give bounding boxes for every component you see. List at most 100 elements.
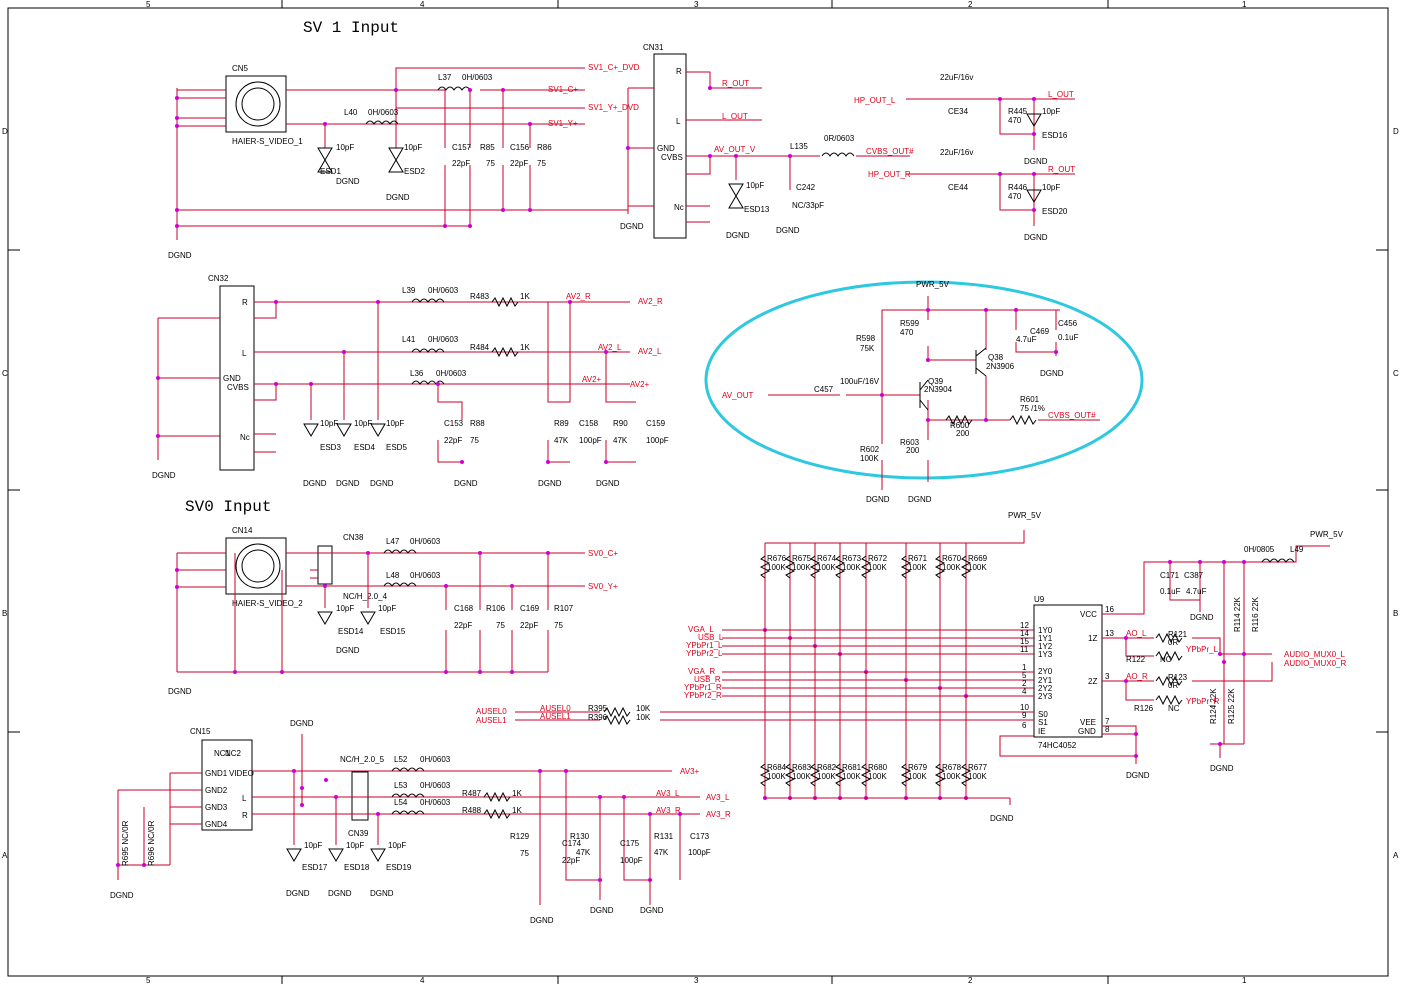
- c469-ref: C469: [1030, 327, 1050, 336]
- resistor-icon: [960, 763, 972, 787]
- pin-label: GND2: [205, 786, 228, 795]
- c171-ref: C171: [1160, 571, 1180, 580]
- esd1-value: 10pF: [336, 143, 354, 152]
- net-label: SV1_C+: [548, 85, 578, 94]
- net-label: AUDIO_MUX0_R: [1284, 659, 1346, 668]
- pin-num: 3: [1105, 672, 1110, 681]
- cn14-connector-body: [225, 537, 287, 595]
- pin-num: 4: [1022, 687, 1027, 696]
- net-label: L_OUT: [722, 112, 748, 121]
- r107-value: 75: [554, 621, 563, 630]
- sheet-frame: [7, 7, 1389, 977]
- border-col-label: 1: [1242, 0, 1247, 9]
- pin-label: R: [242, 811, 248, 820]
- pin-label: 1Y3: [1038, 650, 1053, 659]
- r126-ref: R126: [1134, 704, 1154, 713]
- r106-value: 75: [496, 621, 505, 630]
- r483-value: 1K: [520, 292, 530, 301]
- esd15-value: 10pF: [378, 604, 396, 613]
- r488-ref: R488: [462, 806, 482, 815]
- l54-value: 0H/0603: [420, 798, 451, 807]
- gnd-label: DGND: [620, 222, 644, 231]
- esd3-ref: ESD3: [320, 443, 341, 452]
- c457-value: 100uF/16V: [840, 377, 880, 386]
- inductor-icon: [391, 767, 425, 772]
- pin-label: CVBS: [227, 383, 249, 392]
- gnd-label: DGND: [168, 687, 192, 696]
- esd20-value: 10pF: [1042, 183, 1060, 192]
- net-label: AV2_L: [598, 343, 622, 352]
- r483-ref: R483: [470, 292, 490, 301]
- r603-ref: R603: [900, 438, 920, 447]
- esd5-ref: ESD5: [386, 443, 407, 452]
- resistor-icon: [1155, 694, 1183, 706]
- esd-diode-icon: [728, 183, 744, 197]
- l49-value: 0H/0805: [1244, 545, 1275, 554]
- l48-value: 0H/0603: [410, 571, 441, 580]
- pin-label: S1: [1038, 718, 1048, 727]
- c174-ref: C174: [562, 839, 582, 848]
- r129-ref: R129: [510, 832, 530, 841]
- cn5-connector-body: [225, 75, 287, 133]
- r123-ref: R123: [1168, 673, 1188, 682]
- esd18-ref: ESD18: [344, 863, 370, 872]
- gnd-label: DGND: [336, 646, 360, 655]
- c169-value: 22pF: [520, 621, 538, 630]
- resistor-icon: [809, 555, 821, 579]
- c171-value: 0.1uF: [1160, 587, 1181, 596]
- cn31-ref: CN31: [643, 43, 664, 52]
- r396-ref: R396: [588, 713, 608, 722]
- resistor-icon: [759, 555, 771, 579]
- r695-label: R695 NC/0R: [121, 820, 130, 866]
- mux-pullup-ref: R671: [908, 554, 928, 563]
- net-label: SV0_Y+: [588, 582, 618, 591]
- av2-section: CN32 R L GND CVBS Nc L39 0H/0603 L41 0H/…: [152, 274, 669, 488]
- pin-label: R: [242, 298, 248, 307]
- r602-value: 100K: [860, 454, 879, 463]
- gnd-label: DGND: [776, 226, 800, 235]
- section-title-sv0: SV0 Input: [185, 498, 271, 516]
- c153-value: 22pF: [444, 436, 462, 445]
- mux-pullup-value: 100K: [942, 563, 961, 572]
- mux-pulldown-ref: R683: [792, 763, 812, 772]
- mux-pullup-ref: R674: [817, 554, 837, 563]
- net-label: AV3_R: [656, 806, 681, 815]
- net-label: AUSEL0: [476, 707, 507, 716]
- av3-section: CN15 NC1 NC2 GND1 VIDEO GND2 L GND3 R GN…: [110, 719, 731, 925]
- pin-label: 2Y0: [1038, 667, 1053, 676]
- net-label: PWR_5V: [916, 280, 950, 289]
- l40-value: 0H/0603: [368, 108, 399, 117]
- net-label: R_OUT: [722, 79, 749, 88]
- inductor-icon: [1261, 558, 1295, 563]
- border-col-label: 2: [968, 0, 973, 9]
- resistor-icon: [603, 714, 631, 726]
- resistor-icon: [1155, 675, 1183, 687]
- r86-value: 75: [537, 159, 546, 168]
- c159-value: 100pF: [646, 436, 669, 445]
- mux-pulldown-ref: R678: [942, 763, 962, 772]
- net-label: USB_L: [698, 633, 724, 642]
- net-label: SV1_Y+_DVD: [588, 103, 639, 112]
- r86-ref: R86: [537, 143, 552, 152]
- mux-pullup-ref: R673: [842, 554, 862, 563]
- cn15-ref: CN15: [190, 727, 211, 736]
- resistor-icon: [960, 555, 972, 579]
- c456-ref: C456: [1058, 319, 1078, 328]
- border-col-label: 3: [694, 0, 699, 9]
- r598-ref: R598: [856, 334, 876, 343]
- r89-value: 47K: [554, 436, 569, 445]
- gnd-label: DGND: [726, 231, 750, 240]
- inductor-icon: [383, 582, 417, 587]
- resistor-icon: [860, 763, 872, 787]
- gnd-label: DGND: [1024, 157, 1048, 166]
- r88-ref: R88: [470, 419, 485, 428]
- r484-ref: R484: [470, 343, 490, 352]
- resistor-icon: [834, 555, 846, 579]
- resistor-icon: [945, 414, 973, 426]
- pin-label: 1Z: [1088, 634, 1097, 643]
- l49-ref: L49: [1290, 545, 1304, 554]
- r121-ref: R121: [1168, 630, 1188, 639]
- cn5-ref: CN5: [232, 64, 249, 73]
- resistor-icon: [491, 346, 519, 358]
- net-label: SV1_C+_DVD: [588, 63, 640, 72]
